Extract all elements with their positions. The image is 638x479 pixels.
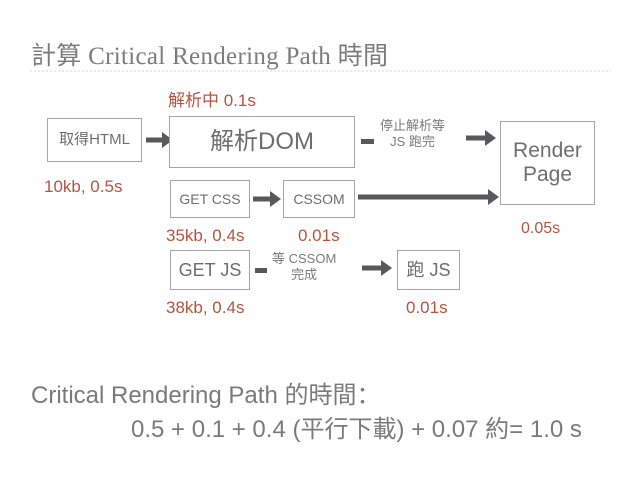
summary-line-2: 0.5 + 0.1 + 0.4 (平行下載) + 0.07 約= 1.0 s <box>131 416 582 443</box>
metric-get-js-size: 38kb, 0.4s <box>166 298 245 317</box>
metric-parse-dom-time: 解析中 0.1s <box>168 91 256 110</box>
metric-get-css-size: 35kb, 0.4s <box>166 226 245 245</box>
box-render-page-line1: Render <box>513 138 582 162</box>
label-wait-cssom: 等 CSSOM 完成 <box>272 251 336 282</box>
box-parse-dom[interactable]: 解析DOM <box>169 116 355 168</box>
summary-line-1: Critical Rendering Path 的時間： <box>31 382 381 409</box>
box-run-js[interactable]: 跑 JS <box>397 250 460 290</box>
box-cssom[interactable]: CSSOM <box>283 180 355 218</box>
metric-cssom-time: 0.01s <box>298 226 340 245</box>
label-stop-parsing-line1: 停止解析等 <box>380 118 446 133</box>
box-get-css[interactable]: GET CSS <box>170 180 250 218</box>
metric-run-js-time: 0.01s <box>406 298 448 317</box>
box-render-page[interactable]: Render Page <box>500 121 595 205</box>
title-divider <box>29 70 611 72</box>
metric-fetch-html-size: 10kb, 0.5s <box>44 177 123 196</box>
dash-get-js-to-wait <box>255 268 267 273</box>
page-title: 計算 Critical Rendering Path 時間 <box>31 43 389 70</box>
box-render-page-line2: Page <box>522 163 573 186</box>
box-fetch-html[interactable]: 取得HTML <box>47 118 142 162</box>
dash-parse-dom-to-stop <box>361 139 374 144</box>
label-wait-cssom-line2: 完成 <box>291 266 318 282</box>
label-stop-parsing: 停止解析等 JS 跑完 <box>380 118 445 149</box>
box-get-js[interactable]: GET JS <box>170 250 250 290</box>
label-wait-cssom-line1: 等 CSSOM <box>272 251 337 266</box>
label-stop-parsing-line2: JS 跑完 <box>390 133 435 149</box>
metric-render-page-time: 0.05s <box>521 220 561 237</box>
